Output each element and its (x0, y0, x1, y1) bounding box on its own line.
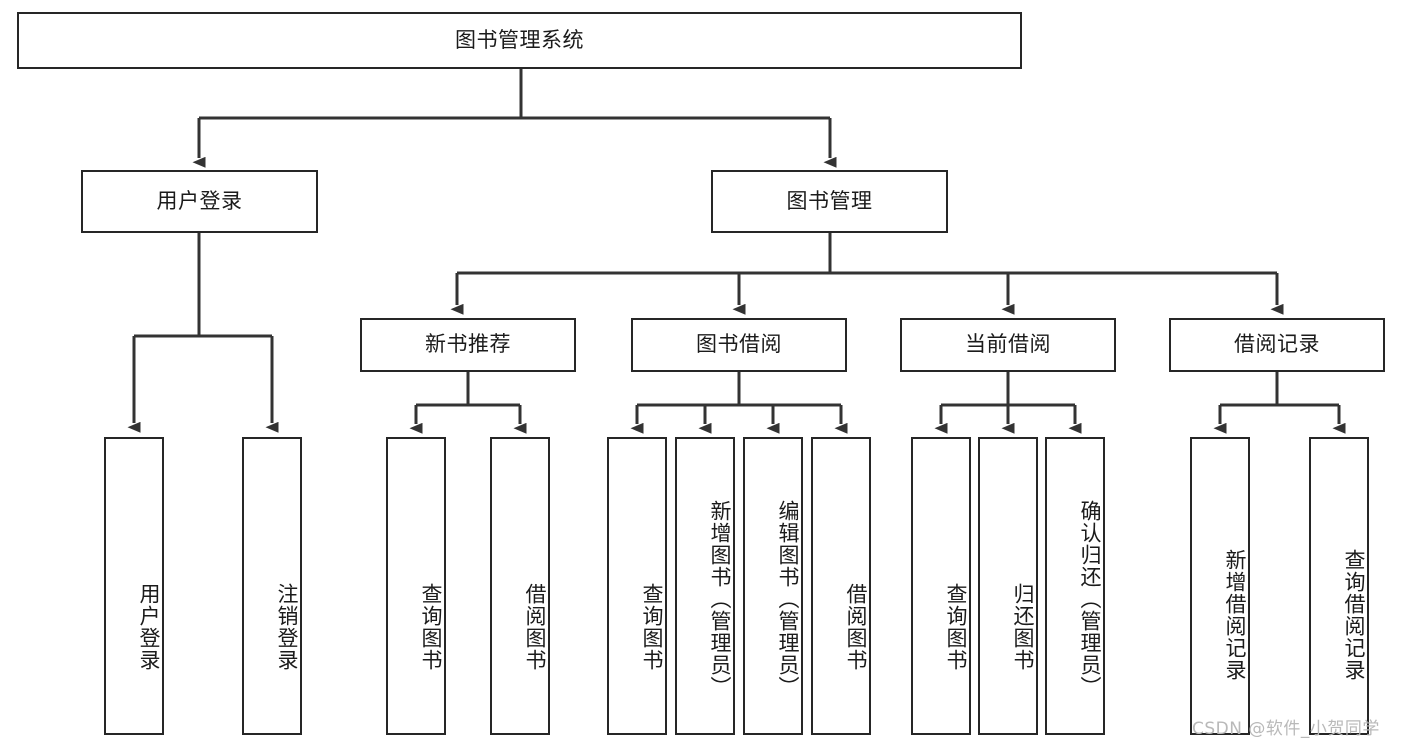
node-label: 编辑图书（管理员） (776, 500, 800, 698)
node-user-login[interactable]: 用户登录 (81, 170, 318, 233)
node-label: 查询图书 (944, 583, 968, 671)
node-label: 用户登录 (137, 583, 161, 671)
leaf-query-borrow-record[interactable]: 查询借阅记录 (1309, 437, 1369, 735)
node-label: 图书管理系统 (455, 27, 584, 52)
node-label: 借阅记录 (1234, 332, 1320, 357)
node-label: 归还图书 (1011, 583, 1035, 671)
leaf-query-book-recommend[interactable]: 查询图书 (386, 437, 446, 735)
leaf-query-book-current[interactable]: 查询图书 (911, 437, 971, 735)
node-label: 借阅图书 (844, 583, 868, 671)
node-label: 借阅图书 (523, 583, 547, 671)
leaf-query-book-borrow[interactable]: 查询图书 (607, 437, 667, 735)
leaf-logout[interactable]: 注销登录 (242, 437, 302, 735)
node-label: 确认归还（管理员） (1078, 500, 1102, 698)
leaf-borrow-book-recommend[interactable]: 借阅图书 (490, 437, 550, 735)
node-label: 新增借阅记录 (1223, 549, 1247, 681)
leaf-add-borrow-record[interactable]: 新增借阅记录 (1190, 437, 1250, 735)
node-label: 图书借阅 (696, 332, 782, 357)
leaf-add-book-admin[interactable]: 新增图书（管理员） (675, 437, 735, 735)
leaf-edit-book-admin[interactable]: 编辑图书（管理员） (743, 437, 803, 735)
node-label: 查询借阅记录 (1342, 549, 1366, 681)
node-label: 图书管理 (786, 188, 873, 213)
node-label: 查询图书 (419, 583, 443, 671)
node-current-borrow[interactable]: 当前借阅 (900, 318, 1116, 372)
node-label: 当前借阅 (965, 332, 1051, 357)
node-new-book-recommend[interactable]: 新书推荐 (360, 318, 576, 372)
node-label: 用户登录 (156, 188, 243, 213)
node-label: 新书推荐 (425, 332, 511, 357)
node-book-management[interactable]: 图书管理 (711, 170, 948, 233)
node-borrow-records[interactable]: 借阅记录 (1169, 318, 1385, 372)
leaf-borrow-book[interactable]: 借阅图书 (811, 437, 871, 735)
leaf-confirm-return-admin[interactable]: 确认归还（管理员） (1045, 437, 1105, 735)
node-book-borrow[interactable]: 图书借阅 (631, 318, 847, 372)
node-label: 注销登录 (275, 583, 299, 671)
leaf-return-book[interactable]: 归还图书 (978, 437, 1038, 735)
node-label: 查询图书 (640, 583, 664, 671)
leaf-user-login[interactable]: 用户登录 (104, 437, 164, 735)
node-root-system[interactable]: 图书管理系统 (17, 12, 1022, 69)
node-label: 新增图书（管理员） (708, 500, 732, 698)
